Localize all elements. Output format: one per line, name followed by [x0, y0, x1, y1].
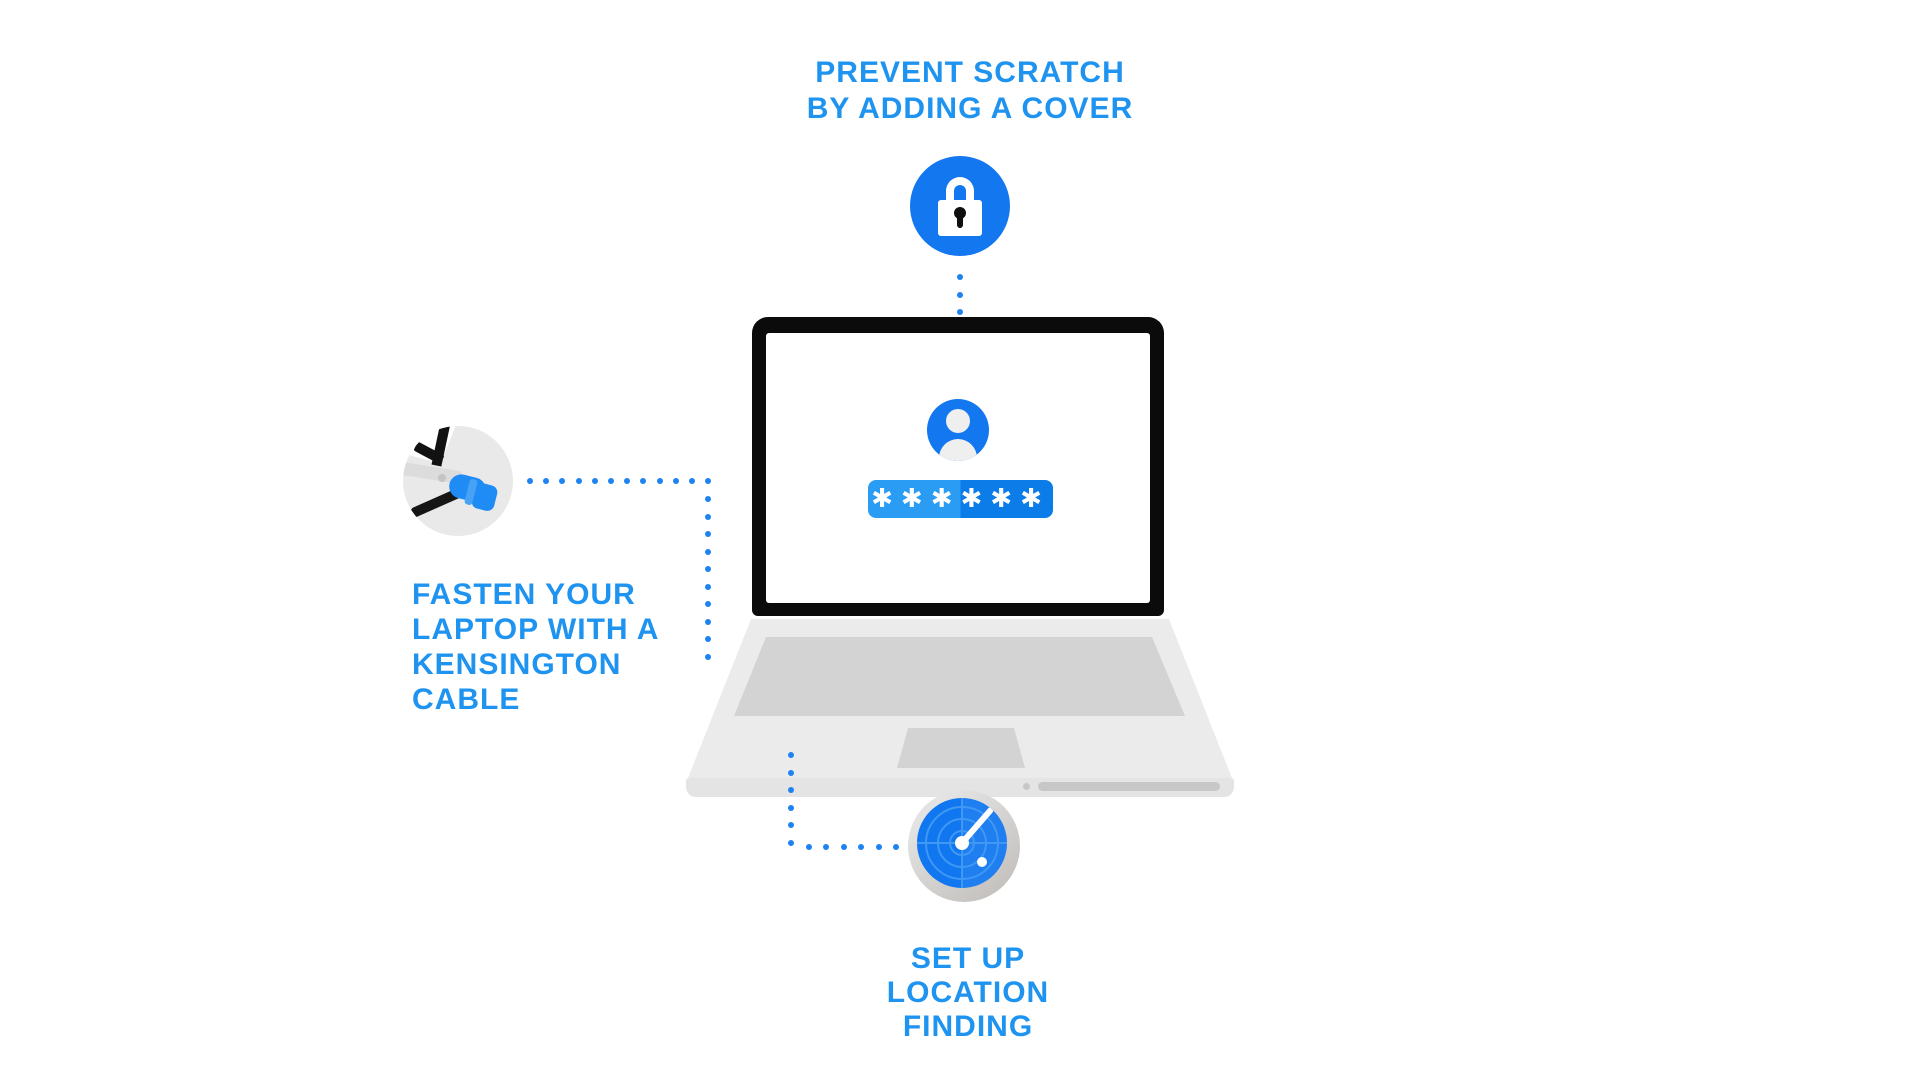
radar-screen — [917, 798, 1007, 888]
connector-dot — [543, 478, 550, 484]
connector-dot — [788, 839, 794, 846]
connector-dot — [559, 478, 566, 484]
lock-icon — [910, 156, 1010, 256]
connector-dot — [608, 478, 614, 484]
connector-dot — [875, 844, 882, 850]
connector-dot — [840, 844, 847, 850]
user-avatar-icon — [927, 399, 989, 461]
connector-dot — [957, 291, 963, 298]
connector-dot — [689, 478, 695, 484]
password-field: ✱✱✱✱✱✱ — [868, 480, 1053, 518]
radar-location-icon — [908, 790, 1020, 902]
laptop-front-edge — [686, 778, 1234, 797]
front-edge-slot — [1038, 782, 1220, 791]
connector-dot — [705, 583, 711, 590]
connector-dot — [823, 844, 830, 850]
connector-dot — [705, 618, 711, 625]
caption-line: LAPTOP WITH A — [412, 613, 660, 646]
connector-dot — [591, 478, 598, 484]
connector-dot — [705, 531, 711, 537]
lock-body — [938, 200, 982, 236]
connector-dot — [788, 822, 794, 828]
connector-dot — [957, 274, 963, 280]
connector-dot — [705, 601, 711, 607]
avatar-torso — [939, 439, 977, 461]
connector-dot — [705, 496, 711, 502]
connector-dot — [705, 636, 711, 642]
connector-dot — [705, 566, 711, 572]
connector-dot — [788, 804, 794, 811]
laptop-screen-bezel: ✱✱✱✱✱✱ — [752, 317, 1164, 616]
radar-blip-dot — [977, 857, 987, 867]
caption-line: CABLE — [412, 683, 521, 716]
caption-kensington-cable: FASTEN YOUR LAPTOP WITH A KENSINGTON CAB… — [412, 577, 659, 717]
caption-location-finding: SET UP LOCATION FINDING — [768, 942, 1168, 1044]
connector-dot — [957, 309, 963, 315]
connector-dot — [705, 478, 712, 484]
caption-line: FINDING — [902, 1010, 1034, 1043]
lock-slot — [438, 474, 446, 482]
lock-shackle — [946, 177, 974, 203]
caption-prevent-scratch: PREVENT SCRATCH BY ADDING A COVER — [768, 55, 1172, 127]
laptop-trackpad — [897, 728, 1025, 768]
caption-line: KENSINGTON — [412, 648, 622, 681]
avatar-head — [946, 409, 970, 433]
caption-line: LOCATION — [886, 976, 1050, 1009]
caption-line: SET UP — [910, 942, 1026, 975]
connector-dot — [806, 844, 812, 850]
connector-dot — [788, 752, 794, 758]
radar-center-dot — [955, 836, 969, 850]
connector-dot — [624, 478, 631, 484]
connector-dot — [705, 513, 711, 520]
connector-dot — [640, 478, 647, 484]
connector-dot — [656, 478, 663, 484]
connector-dot — [858, 844, 865, 850]
connector-dot — [788, 769, 794, 776]
connector-dot — [705, 548, 711, 555]
connector-dot — [788, 787, 794, 793]
laptop-keyboard — [734, 637, 1185, 716]
connector-dot — [705, 653, 711, 660]
keyhole-stem — [957, 215, 963, 228]
connector-dot — [527, 478, 533, 484]
connector-dot — [672, 478, 679, 484]
caption-line: BY ADDING A COVER — [806, 92, 1134, 125]
front-edge-dot — [1023, 783, 1030, 790]
connector-dot — [575, 478, 582, 484]
connector-dot — [893, 844, 899, 850]
caption-line: FASTEN YOUR — [412, 578, 636, 611]
laptop-screen: ✱✱✱✱✱✱ — [766, 333, 1150, 603]
kensington-cable-icon — [403, 426, 513, 536]
caption-line: PREVENT SCRATCH — [815, 56, 1125, 89]
